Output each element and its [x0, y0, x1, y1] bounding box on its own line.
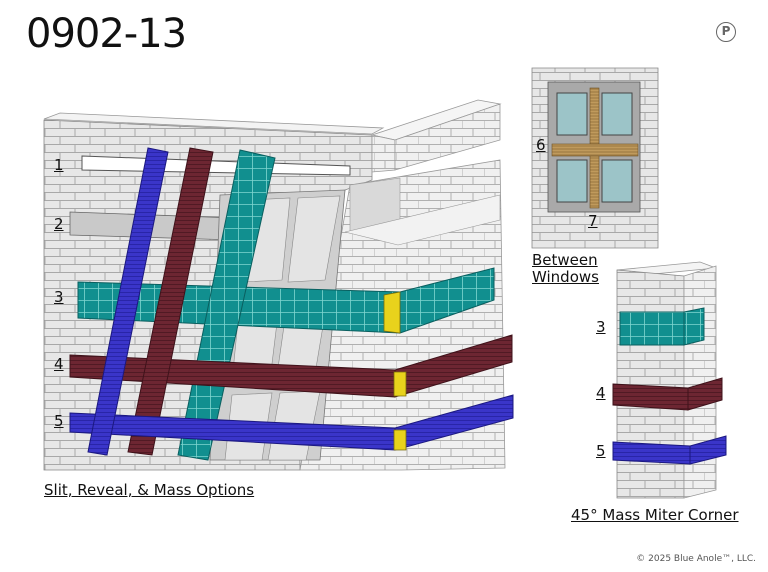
corner-label-4: 4	[596, 384, 606, 402]
label-4: 4	[54, 355, 64, 373]
maroon-diagonal-member	[127, 147, 214, 456]
label-6: 6	[536, 136, 546, 154]
label-1: 1	[54, 156, 64, 174]
corner-label-5: 5	[596, 442, 606, 460]
label-7: 7	[588, 212, 598, 230]
corner-label-3: 3	[596, 318, 606, 336]
blue-mass-band	[69, 394, 514, 451]
caption-main: Slit, Reveal, & Mass Options	[44, 481, 255, 499]
between-windows-inset	[531, 67, 659, 249]
miter-corner-inset	[612, 261, 727, 499]
caption-miter-corner: 45° Mass Miter Corner	[571, 506, 739, 524]
blue-diagonal-member	[87, 147, 169, 456]
caption-between-windows: Between Windows	[532, 251, 599, 287]
label-3: 3	[54, 288, 64, 306]
label-5: 5	[54, 412, 64, 430]
label-2: 2	[54, 215, 64, 233]
copyright: © 2025 Blue Anole™, LLC.	[636, 554, 756, 564]
pinterest-icon[interactable]: P	[716, 22, 736, 42]
page-title: 0902-13	[26, 11, 187, 57]
